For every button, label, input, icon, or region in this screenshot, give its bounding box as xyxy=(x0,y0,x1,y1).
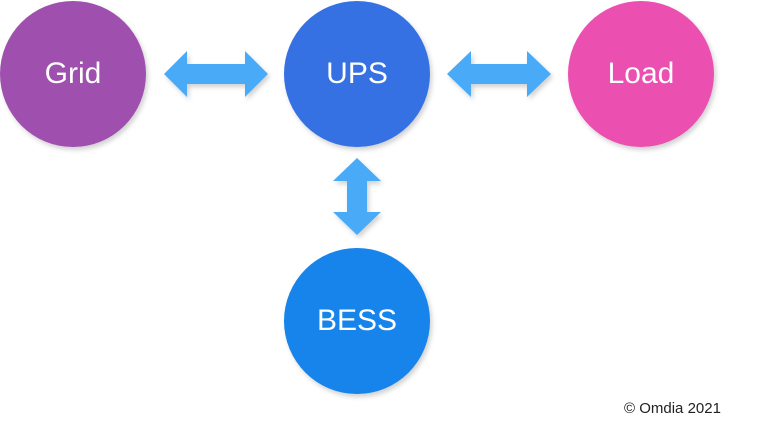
load-circle xyxy=(568,1,714,147)
ups-load-double-arrow xyxy=(447,51,551,97)
ups-bess-double-arrow xyxy=(333,158,381,235)
ups-label: UPS xyxy=(326,57,388,90)
grid-circle xyxy=(0,1,146,147)
ups-circle xyxy=(284,1,430,147)
copyright-notice: © Omdia 2021 xyxy=(624,400,721,417)
load-label: Load xyxy=(608,57,675,90)
grid-label: Grid xyxy=(45,57,102,90)
load-node: Load xyxy=(568,1,714,147)
bess-node: BESS xyxy=(284,248,430,394)
bess-circle xyxy=(284,248,430,394)
grid-ups-double-arrow xyxy=(164,51,268,97)
ups-node: UPS xyxy=(284,1,430,147)
bess-label: BESS xyxy=(317,304,397,337)
grid-node: Grid xyxy=(0,1,146,147)
